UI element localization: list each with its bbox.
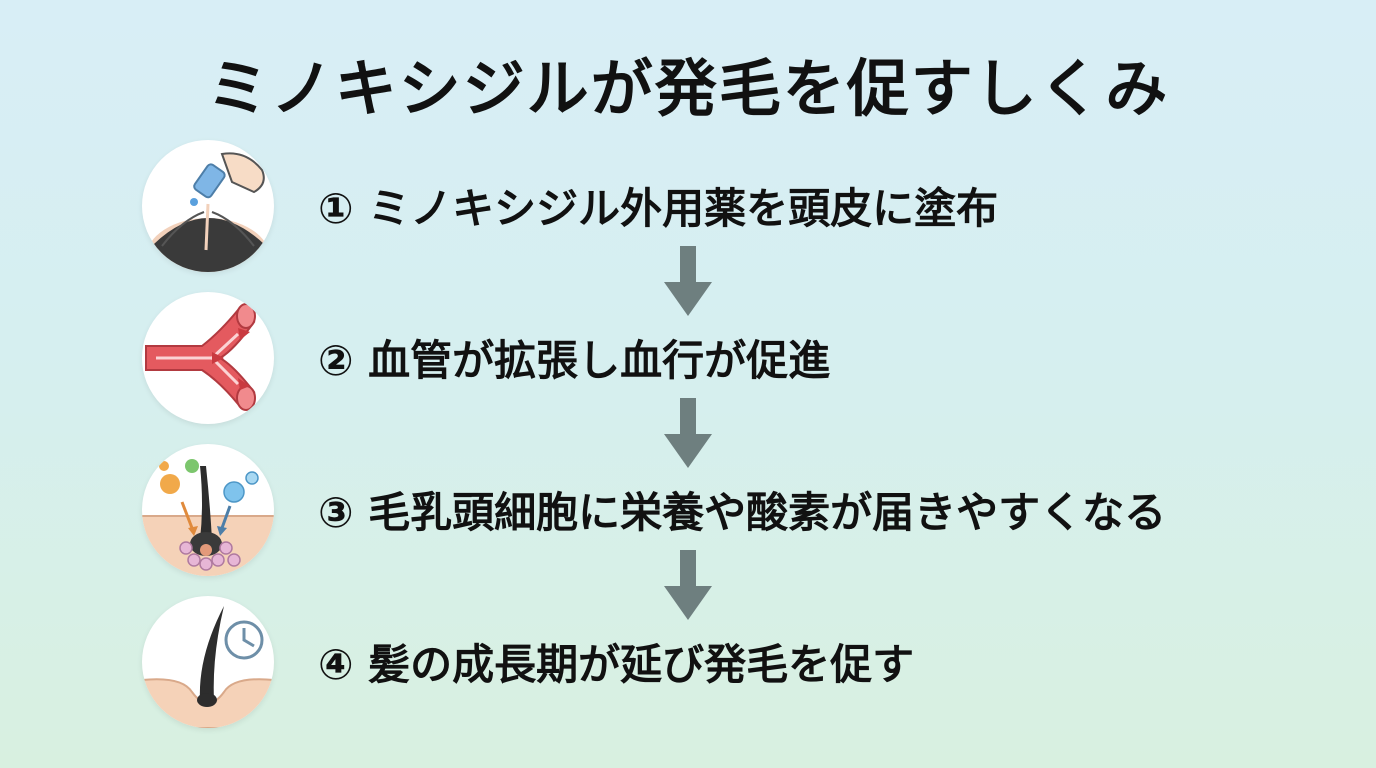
arrow-down-icon bbox=[664, 550, 712, 620]
blood-vessel-icon bbox=[142, 292, 274, 424]
dropper-scalp-icon bbox=[142, 140, 274, 272]
page-title: ミノキシジルが発毛を促すしくみ bbox=[206, 52, 1170, 125]
step-3-text: ③ 毛乳頭細胞に栄養や酸素が届きやすくなる bbox=[318, 488, 1167, 537]
step-2-text: ② 血管が拡張し血行が促進 bbox=[318, 336, 831, 385]
arrow-down-icon bbox=[664, 246, 712, 316]
step-4-text: ④ 髪の成長期が延び発毛を促す bbox=[318, 640, 915, 689]
hair-growth-clock-icon bbox=[142, 596, 274, 728]
step-1-text: ① ミノキシジル外用薬を頭皮に塗布 bbox=[318, 184, 999, 233]
hair-follicle-nutrients-icon bbox=[142, 444, 274, 576]
arrow-down-icon bbox=[664, 398, 712, 468]
